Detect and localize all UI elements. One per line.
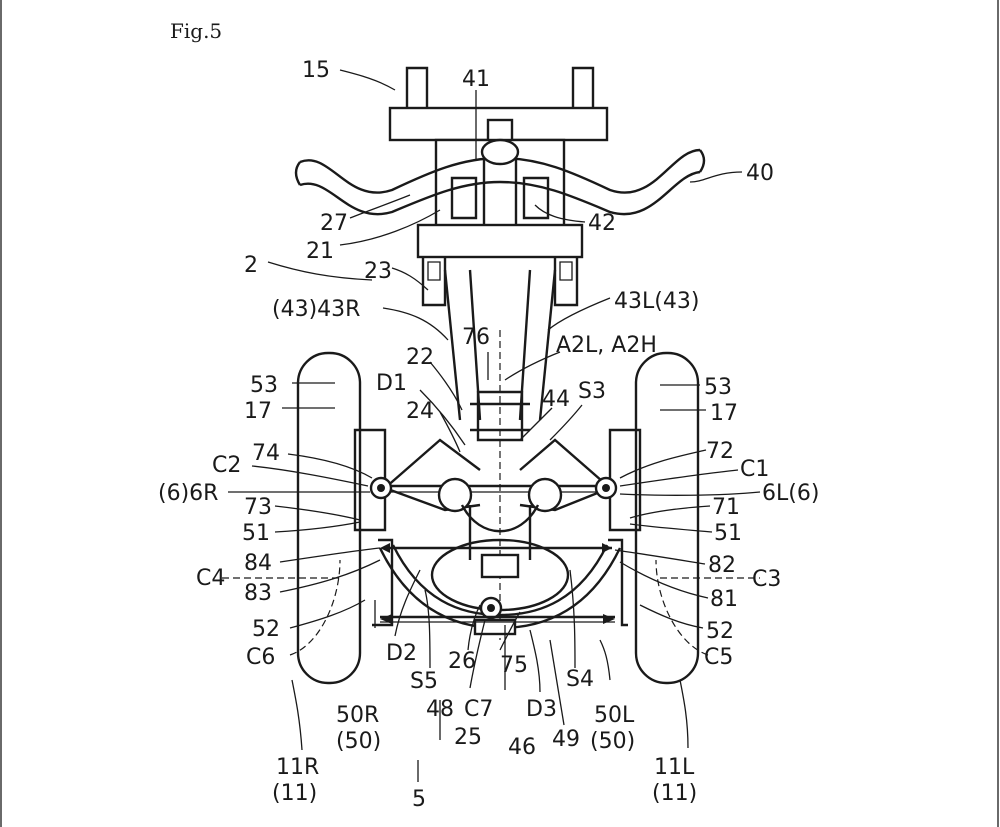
label-44: 44 <box>542 387 570 412</box>
label-43R: (43)43R <box>272 297 360 322</box>
label-6L: 6L(6) <box>762 481 819 506</box>
label-A2L-A2H: A2L, A2H <box>556 333 657 358</box>
label-81: 81 <box>710 587 738 612</box>
leader-lines <box>227 69 761 782</box>
label-2: 2 <box>244 253 258 278</box>
label-75: 75 <box>500 653 528 678</box>
label-11R-paren: (11) <box>272 781 317 806</box>
label-24: 24 <box>406 399 434 424</box>
label-15: 15 <box>302 58 330 83</box>
label-84: 84 <box>244 551 272 576</box>
label-52-left: 52 <box>252 617 280 642</box>
label-50L: 50L <box>594 703 635 728</box>
figure-label: Fig.5 <box>170 19 222 43</box>
reference-labels: 15 41 40 27 21 42 2 23 (43)43R 43L(43) 7… <box>158 58 819 812</box>
label-50L-paren: (50) <box>590 729 635 754</box>
label-27: 27 <box>320 211 348 236</box>
label-11L: 11L <box>654 755 695 780</box>
label-46: 46 <box>508 735 536 760</box>
label-22: 22 <box>406 345 434 370</box>
label-17-right: 17 <box>710 401 738 426</box>
label-72: 72 <box>706 439 734 464</box>
label-23: 23 <box>364 259 392 284</box>
label-25: 25 <box>454 725 482 750</box>
label-11R: 11R <box>276 755 319 780</box>
label-S5: S5 <box>410 669 438 694</box>
label-48: 48 <box>426 697 454 722</box>
label-21: 21 <box>306 239 334 264</box>
label-50R: 50R <box>336 703 379 728</box>
label-6R: (6)6R <box>158 481 218 506</box>
label-D3: D3 <box>526 697 557 722</box>
label-C7: C7 <box>464 697 493 722</box>
label-17-left: 17 <box>244 399 272 424</box>
label-50R-paren: (50) <box>336 729 381 754</box>
label-51-left: 51 <box>242 521 270 546</box>
label-S4: S4 <box>566 667 594 692</box>
label-26: 26 <box>448 649 476 674</box>
label-43L: 43L(43) <box>614 289 699 314</box>
label-73: 73 <box>244 495 272 520</box>
label-D2: D2 <box>386 641 417 666</box>
label-82: 82 <box>708 553 736 578</box>
label-40: 40 <box>746 161 774 186</box>
label-C4: C4 <box>196 566 225 591</box>
label-41: 41 <box>462 67 490 92</box>
label-74: 74 <box>252 441 280 466</box>
label-C1: C1 <box>740 457 769 482</box>
label-53-right: 53 <box>704 375 732 400</box>
label-5: 5 <box>412 787 426 812</box>
label-42: 42 <box>588 211 616 236</box>
label-52-right: 52 <box>706 619 734 644</box>
label-83: 83 <box>244 581 272 606</box>
label-C6: C6 <box>246 645 275 670</box>
label-D1: D1 <box>376 371 407 396</box>
label-71: 71 <box>712 495 740 520</box>
label-76: 76 <box>462 325 490 350</box>
label-53-left: 53 <box>250 373 278 398</box>
label-C3: C3 <box>752 567 781 592</box>
label-51-right: 51 <box>714 521 742 546</box>
label-49: 49 <box>552 727 580 752</box>
vehicle-drawing <box>222 66 760 685</box>
label-C2: C2 <box>212 453 241 478</box>
label-11L-paren: (11) <box>652 781 697 806</box>
label-S3: S3 <box>578 379 606 404</box>
label-C5: C5 <box>704 645 733 670</box>
